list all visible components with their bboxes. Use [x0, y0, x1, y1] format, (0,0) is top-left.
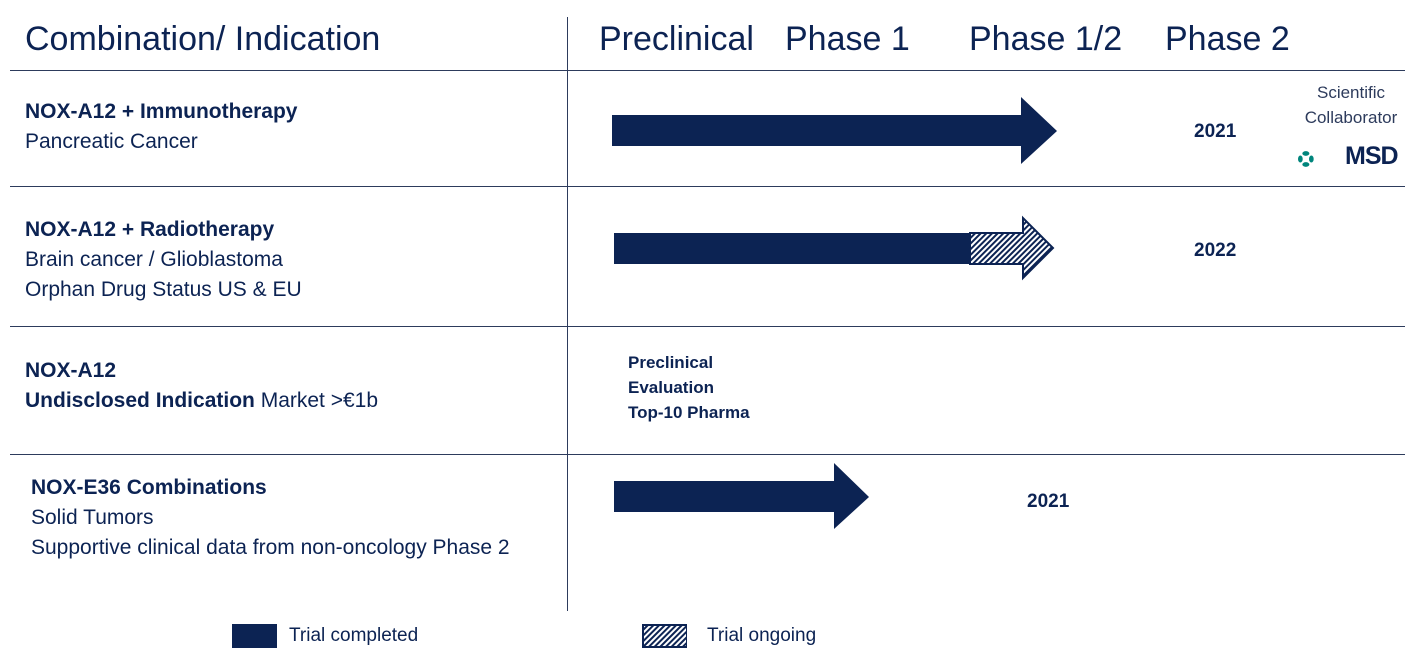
row-3-preclinical-note: Preclinical Evaluation Top-10 Pharma	[628, 353, 750, 422]
row-4-progress-arrow	[614, 463, 869, 529]
row-2-indication: Brain cancer / Glioblastoma	[25, 248, 283, 271]
row-3-market: Market >€1b	[254, 389, 379, 412]
collaborator-label: Scientific Collaborator	[1304, 83, 1398, 127]
legend-ongoing-swatch	[642, 624, 687, 648]
column-header-indication: Combination/ Indication	[25, 20, 381, 58]
row-3-title: NOX-A12	[25, 359, 117, 382]
row-1-title: NOX-A12 + Immunotherapy	[25, 100, 298, 123]
row-4-label: NOX-E36 Combinations Solid Tumors Suppor…	[31, 473, 510, 563]
trial-ongoing-arrowhead	[969, 215, 1055, 281]
row-divider	[10, 186, 1405, 187]
row-divider	[10, 70, 1405, 71]
column-header-phase-2: Phase 2	[1165, 20, 1290, 58]
column-header-phase-1: Phase 1	[785, 20, 910, 58]
row-4-title: NOX-E36 Combinations	[31, 476, 267, 499]
row-2-progress-arrow	[614, 215, 1055, 281]
msd-logo-icon	[1298, 151, 1314, 167]
row-2-status-note: Orphan Drug Status US & EU	[25, 278, 302, 301]
row-4-indication: Solid Tumors	[31, 506, 154, 529]
row-1-progress-arrow	[612, 97, 1057, 164]
row-divider	[10, 454, 1405, 455]
row-1-label: NOX-A12 + Immunotherapy Pancreatic Cance…	[25, 97, 297, 157]
row-3-label: NOX-A12 Undisclosed Indication Market >€…	[25, 356, 378, 416]
trial-completed-segment	[614, 233, 970, 264]
legend-completed-swatch	[232, 624, 277, 648]
row-1-year: 2021	[1194, 121, 1237, 142]
row-4-status-note: Supportive clinical data from non-oncolo…	[31, 536, 510, 559]
row-2-title: NOX-A12 + Radiotherapy	[25, 218, 275, 241]
row-2-label: NOX-A12 + Radiotherapy Brain cancer / Gl…	[25, 215, 302, 305]
legend-completed-label: Trial completed	[289, 625, 419, 646]
row-1-indication: Pancreatic Cancer	[25, 130, 198, 153]
column-divider	[567, 17, 568, 611]
column-header-phase-1-2: Phase 1/2	[969, 20, 1123, 58]
trial-completed-arrow	[614, 463, 869, 529]
msd-logo-text: MSD	[1345, 142, 1399, 170]
row-2-year: 2022	[1194, 240, 1237, 261]
row-divider	[10, 326, 1405, 327]
row-4-year: 2021	[1027, 491, 1070, 512]
legend-ongoing-label: Trial ongoing	[707, 625, 817, 646]
row-3-indication: Undisclosed Indication	[25, 389, 255, 412]
column-header-preclinical: Preclinical	[599, 20, 754, 58]
trial-completed-arrow	[612, 97, 1057, 164]
